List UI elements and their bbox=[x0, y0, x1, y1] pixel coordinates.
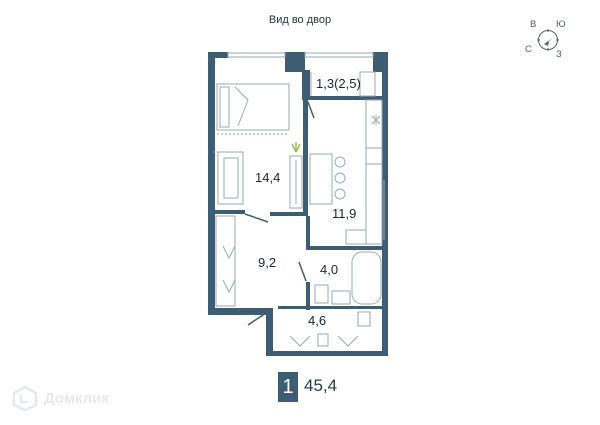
room-area-bedroom: 14,4 bbox=[255, 170, 281, 185]
plant-icon bbox=[291, 142, 301, 153]
total-area: 45,4 bbox=[304, 376, 338, 395]
brand-watermark: Домклик bbox=[12, 385, 109, 411]
outer-walls bbox=[208, 52, 388, 356]
wardrobe bbox=[215, 215, 236, 307]
sofa bbox=[213, 151, 244, 205]
kitchen-table bbox=[309, 153, 346, 205]
room-area-corridor: 4,6 bbox=[308, 313, 327, 328]
inner-walls bbox=[215, 70, 382, 310]
kitchen-unit bbox=[345, 99, 383, 245]
room-area-hall: 9,2 bbox=[258, 255, 277, 270]
view-caption: Вид во двор bbox=[268, 14, 332, 26]
room-area-kitchen: 11,9 bbox=[332, 206, 357, 221]
domclick-logo-icon bbox=[12, 385, 38, 411]
compass: В Ю С З bbox=[525, 18, 577, 60]
bathroom-fixtures bbox=[314, 251, 382, 305]
corridor-fixtures bbox=[289, 311, 371, 347]
compass-north: С bbox=[525, 44, 532, 55]
tv-stand bbox=[289, 155, 303, 209]
rooms-count-badge: 1 bbox=[278, 372, 298, 402]
room-area-balcony: 1,3(2,5) bbox=[316, 76, 361, 91]
room-area-bathroom: 4,0 bbox=[320, 262, 339, 277]
bed bbox=[216, 83, 290, 135]
fridge-snowflake-icon bbox=[371, 115, 381, 125]
watermark-text: Домклик bbox=[44, 389, 109, 407]
compass-west: З bbox=[556, 49, 562, 60]
doors bbox=[244, 101, 315, 326]
compass-east: В bbox=[530, 19, 537, 30]
compass-south: Ю bbox=[556, 19, 566, 30]
balcony-furniture bbox=[310, 71, 376, 97]
windows bbox=[227, 52, 385, 240]
compass-rose-icon bbox=[537, 29, 559, 51]
